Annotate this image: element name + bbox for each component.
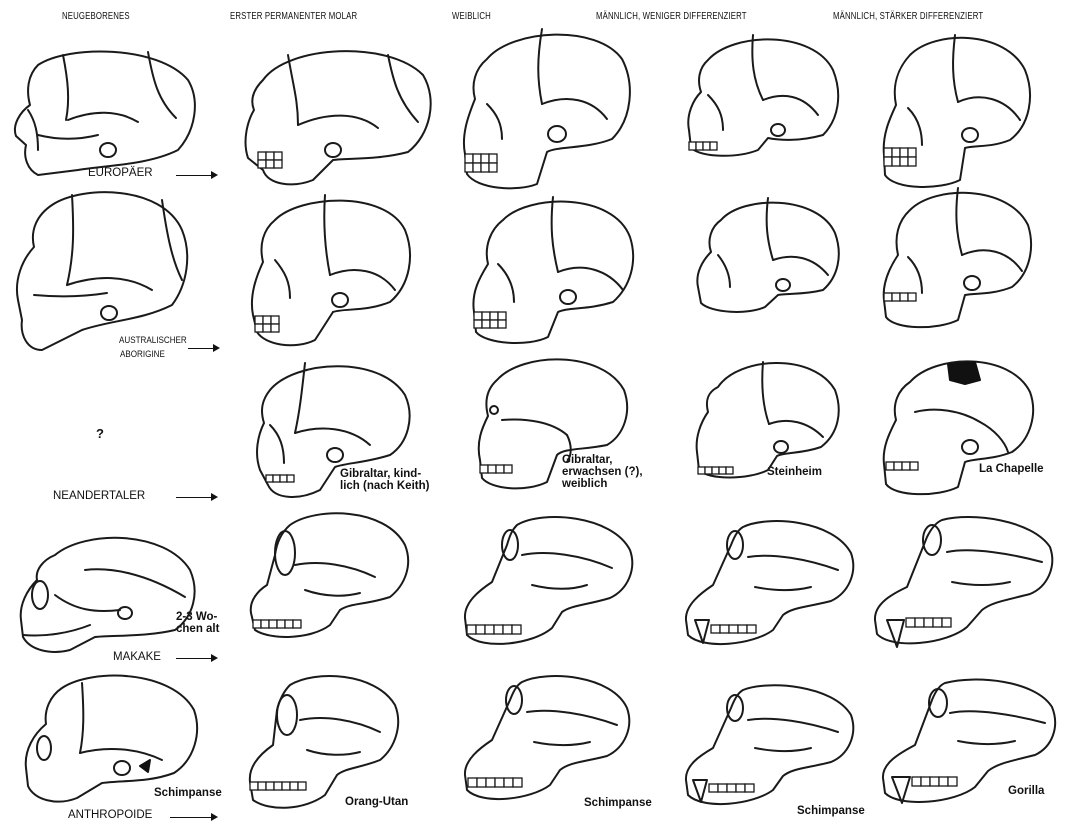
skull-anthropoide-gorilla [880, 675, 1060, 820]
header-newborn: NEUGEBORENES [62, 11, 130, 22]
skull-aborigine-female [468, 192, 638, 352]
skull-makake-molar [245, 505, 415, 665]
skull-anthropoide-schimpanse-male [683, 680, 858, 820]
skull-makake-male-more [872, 512, 1057, 662]
skull-neandertaler-steinheim [693, 352, 843, 487]
header-male-more-differentiated: MÄNNLICH, STÄRKER DIFFERENZIERT [833, 11, 983, 22]
skull-aborigine-male-more [880, 185, 1035, 335]
skull-europaer-male-more [880, 30, 1035, 195]
skull-europaer-male-less [683, 30, 843, 165]
skull-anthropoide-schimpanse-female [462, 670, 637, 815]
skull-makake-female [462, 510, 637, 660]
skull-anthropoide-newborn [22, 668, 202, 818]
skull-makake-male-less [683, 515, 858, 660]
arrow-aborigine [188, 348, 218, 349]
skull-europaer-newborn [8, 40, 203, 180]
skull-anthropoide-orang-utan [245, 670, 405, 820]
row-label-neandertaler: NEANDERTALER [53, 490, 145, 502]
skull-aborigine-male-less [693, 195, 843, 320]
skull-europaer-molar [238, 40, 438, 190]
header-male-less-differentiated: MÄNNLICH, WENIGER DIFFERENZIERT [596, 11, 747, 22]
skull-europaer-female [457, 24, 637, 194]
skull-neandertaler-gibraltar-adult [472, 350, 632, 500]
skull-neandertaler-la-chapelle [880, 352, 1035, 502]
arrow-neandertaler [176, 497, 216, 498]
skull-neandertaler-child [250, 355, 415, 505]
header-first-permanent-molar: ERSTER PERMANENTER MOLAR [230, 11, 357, 22]
unknown-question-mark: ? [96, 426, 104, 441]
skull-aborigine-molar [245, 190, 415, 355]
skull-makake-infant [15, 525, 200, 665]
header-female: WEIBLICH [452, 11, 491, 22]
skull-aborigine-newborn [12, 185, 192, 360]
